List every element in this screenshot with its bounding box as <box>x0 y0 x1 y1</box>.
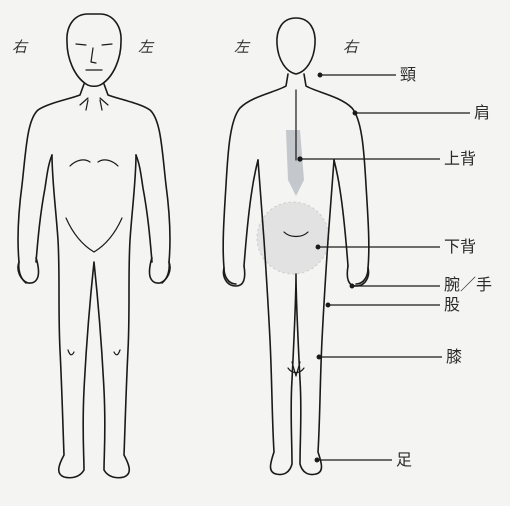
label-knee: 膝 <box>446 349 462 365</box>
lower-back-shading <box>257 202 329 274</box>
label-lower-back: 下背 <box>444 239 476 255</box>
back-left-side-label: 左 <box>234 40 249 55</box>
front-right-side-label: 右 <box>12 40 27 55</box>
label-wrist-hand: 腕／手 <box>444 277 492 293</box>
front-left-side-label: 左 <box>138 40 153 55</box>
label-foot: 足 <box>396 452 412 468</box>
back-right-side-label: 右 <box>343 40 358 55</box>
label-neck: 頸 <box>400 67 416 83</box>
label-upper-back: 上背 <box>444 151 476 167</box>
label-shoulder: 肩 <box>474 105 490 121</box>
label-thigh: 股 <box>444 297 460 313</box>
